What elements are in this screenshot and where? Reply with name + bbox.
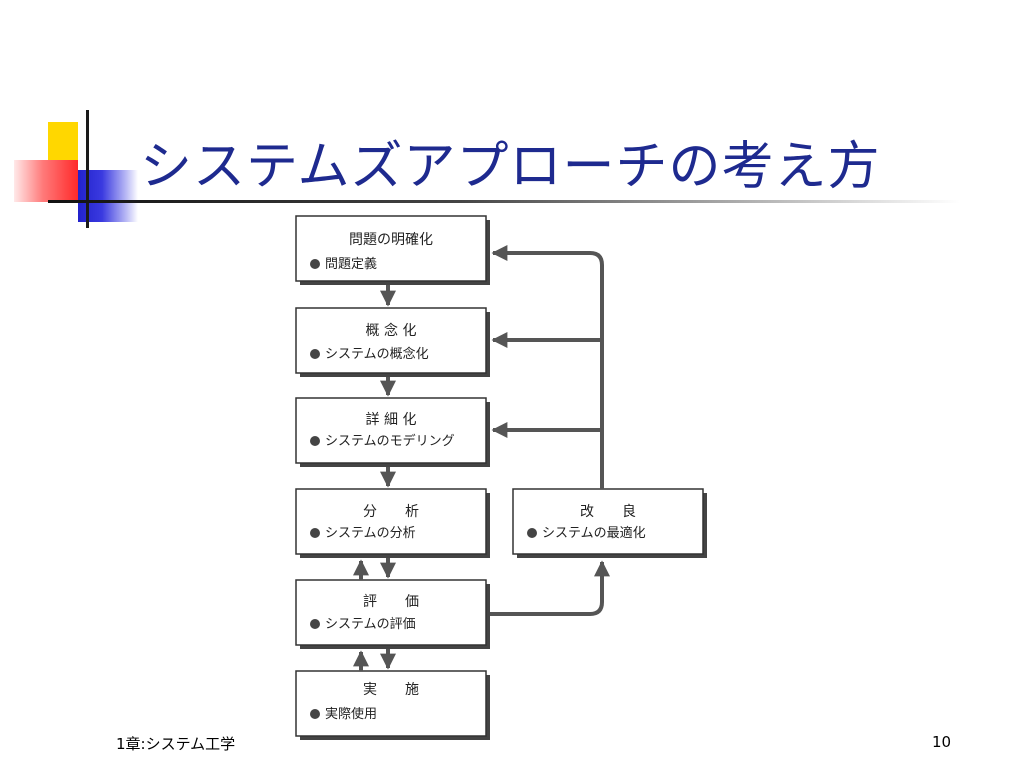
step-desc-concept: システムの概念化 [325,346,429,362]
step-box-implementation: 実 施 実際使用 [295,670,490,740]
accent-red-square [14,160,78,202]
step-box-evaluation: 評 価 システムの評価 [295,579,490,649]
accent-vertical-line [86,110,89,228]
bullet-icon [310,619,320,629]
step-box-clarify: 問題の明確化 問題定義 [295,215,490,285]
title-underline [48,200,960,203]
step-box-analysis: 分 析 システムの分析 [295,488,490,558]
step-desc-improve: システムの最適化 [542,525,646,541]
bullet-icon [310,528,320,538]
footer-chapter: 1章:システム工学 [116,735,236,753]
feedback-loop [490,245,610,616]
step-box-concept: 概 念 化 システムの概念化 [295,307,490,377]
bullet-icon [310,259,320,269]
step-title-clarify: 問題の明確化 [349,232,433,248]
step-title-implementation: 実 施 [363,682,419,698]
accent-yellow-square [48,122,78,162]
step-title-detail: 詳 細 化 [366,412,417,428]
step-desc-implementation: 実際使用 [325,706,377,722]
bullet-icon [310,349,320,359]
step-desc-detail: システムのモデリング [325,433,455,449]
step-desc-evaluation: システムの評価 [325,617,416,632]
step-desc-analysis: システムの分析 [325,526,416,541]
step-box-detail: 詳 細 化 システムのモデリング [295,397,490,467]
bullet-icon [527,528,537,538]
step-box-improve: 改 良 システムの最適化 [512,488,707,558]
arrow-to-clarify-icon [491,245,604,489]
step-desc-clarify: 問題定義 [325,256,377,272]
step-title-improve: 改 良 [580,504,636,520]
arrow-to-improve-icon [490,560,610,616]
page-number: 10 [932,733,952,751]
step-title-concept: 概 念 化 [366,322,417,339]
bullet-icon [310,709,320,719]
bullet-icon [310,436,320,446]
slide-title: システムズアプローチの考え方 [140,137,881,197]
step-title-evaluation: 評 価 [363,594,419,610]
step-title-analysis: 分 析 [363,504,419,520]
